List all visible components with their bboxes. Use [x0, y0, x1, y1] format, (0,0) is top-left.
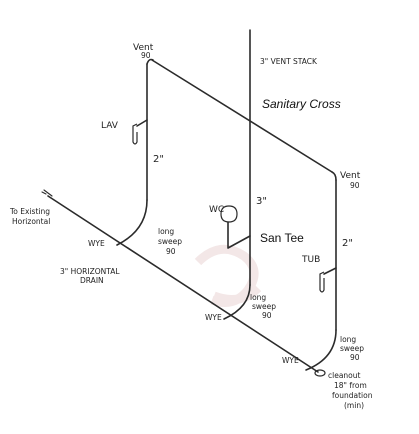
lav-label: LAV [101, 121, 119, 131]
long-sweep-90-right [305, 329, 337, 371]
wc-branch-pipe [227, 221, 251, 249]
sanitary-cross-label: Sanitary Cross [262, 97, 341, 111]
vent-stack-label: 3" VENT STACK [260, 57, 318, 66]
wye-left-label: WYE [88, 239, 105, 248]
tub-trap-icon [319, 271, 325, 293]
wc-label: WC [209, 205, 224, 215]
horizontal-drain-label-line2: DRAIN [80, 276, 104, 285]
long-sweep-middle-line2: sweep [252, 302, 276, 311]
drain-end-stub [41, 189, 53, 197]
long-sweep-90-left [116, 199, 148, 246]
to-existing-label-line2: Horizontal [12, 217, 50, 226]
long-sweep-middle-line3: 90 [262, 311, 272, 320]
wye-middle-label: WYE [205, 313, 222, 322]
long-sweep-right-line3: 90 [350, 353, 360, 362]
long-sweep-middle-line1: long [250, 293, 266, 302]
vent-90-elbow-right [331, 171, 337, 181]
cleanout-label-line1: cleanout [328, 371, 361, 380]
lav-trap-icon [132, 123, 138, 145]
pipe-size-3in: 3" [256, 196, 267, 207]
vent-right-degree: 90 [350, 181, 360, 190]
long-sweep-90-middle [223, 284, 251, 320]
long-sweep-right-line2: sweep [340, 344, 364, 353]
wc-flange-icon [220, 205, 238, 223]
long-sweep-right-line1: long [340, 335, 356, 344]
long-sweep-left-line2: sweep [158, 237, 182, 246]
wye-bottom-label: WYE [282, 356, 299, 365]
pipe-size-2in-left: 2" [153, 154, 164, 165]
long-sweep-left-line3: 90 [166, 247, 176, 256]
lav-branch-pipe [136, 119, 148, 127]
watermark-logo [194, 244, 262, 307]
cleanout-label-line3: foundation [332, 391, 373, 400]
horizontal-drain-pipe [47, 195, 319, 373]
horizontal-drain-label-line1: 3" HORIZONTAL [60, 267, 120, 276]
long-sweep-left-line1: long [158, 227, 174, 236]
to-existing-label-line1: To Existing [9, 207, 50, 216]
tub-branch-pipe [323, 267, 337, 275]
vent-top-degree: 90 [141, 51, 151, 60]
cleanout-label-line2: 18" from [334, 381, 367, 390]
vent-top-label: Vent [133, 43, 154, 53]
cleanout-icon [314, 369, 326, 377]
vent-90-elbow-top [146, 58, 154, 65]
tub-label: TUB [301, 255, 320, 265]
san-tee-label: San Tee [260, 231, 304, 245]
diagonal-vent-pipe [151, 59, 333, 173]
cleanout-label-line4: (min) [344, 401, 364, 410]
vent-right-label: Vent [340, 171, 361, 181]
pipe-size-2in-right: 2" [342, 238, 353, 249]
